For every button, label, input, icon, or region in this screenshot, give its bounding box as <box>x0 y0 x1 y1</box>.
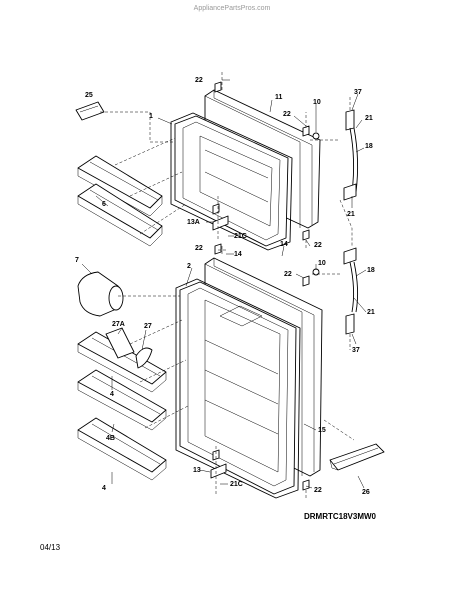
ice-tray-icon <box>75 101 105 121</box>
fresh-food-door-icon <box>175 257 323 499</box>
callout-27: 27 <box>144 323 152 330</box>
callout-15: 15 <box>318 427 326 434</box>
callout-11: 11 <box>275 94 283 101</box>
top-door-hinge-icon <box>212 196 229 240</box>
callout-21c: 21C <box>234 233 247 240</box>
callout-18: 18 <box>367 267 375 274</box>
top-hinge-screws-icon <box>212 81 320 241</box>
callout-14: 14 <box>280 241 288 248</box>
watermark: AppliancePartsPros.com <box>194 5 271 12</box>
bottom-hinge-screws-icon <box>212 243 320 491</box>
bottom-door-hinge-icon <box>210 446 227 496</box>
dairy-bin-icon <box>329 443 385 471</box>
callout-22: 22 <box>314 242 322 249</box>
callout-22: 22 <box>283 111 291 118</box>
callout-22: 22 <box>314 487 322 494</box>
callout-27a: 27A <box>112 321 125 328</box>
freezer-shelf-icon <box>77 155 163 247</box>
assembly-guide-lines <box>100 70 355 498</box>
callout-13a: 13A <box>187 219 200 226</box>
callout-labels: 22 25 11 10 37 1 22 21 18 6 21 13A 21C 2… <box>75 77 375 496</box>
callout-2: 2 <box>187 263 191 270</box>
freezer-door-icon <box>170 89 321 251</box>
callout-leaders <box>81 79 367 489</box>
freezer-handle-icon <box>343 96 359 201</box>
butter-conditioner-icon <box>77 271 124 317</box>
callout-22: 22 <box>195 245 203 252</box>
date-code: 04/13 <box>40 543 61 552</box>
callout-13: 13 <box>193 467 201 474</box>
callout-18: 18 <box>365 143 373 150</box>
callout-22: 22 <box>284 271 292 278</box>
callout-37: 37 <box>352 347 360 354</box>
fresh-food-handle-icon <box>343 247 359 350</box>
model-code: DRMRTC18V3MW0 <box>304 512 377 521</box>
callout-4: 4 <box>102 485 106 492</box>
callout-21c: 21C <box>230 481 243 488</box>
callout-4: 4 <box>110 391 114 398</box>
callout-10: 10 <box>318 260 326 267</box>
callout-7: 7 <box>75 257 79 264</box>
door-bin-icon <box>77 331 167 481</box>
egg-tray-icon <box>105 327 153 369</box>
callout-10: 10 <box>313 99 321 106</box>
callout-37: 37 <box>354 89 362 96</box>
callout-14: 14 <box>234 251 242 258</box>
callout-21: 21 <box>367 309 375 316</box>
callout-1: 1 <box>149 113 153 120</box>
callout-4b: 4B <box>106 435 115 442</box>
callout-25: 25 <box>85 92 93 99</box>
callout-6: 6 <box>102 201 106 208</box>
callout-26: 26 <box>362 489 370 496</box>
callout-21: 21 <box>347 211 355 218</box>
callout-21: 21 <box>365 115 373 122</box>
callout-22: 22 <box>195 77 203 84</box>
